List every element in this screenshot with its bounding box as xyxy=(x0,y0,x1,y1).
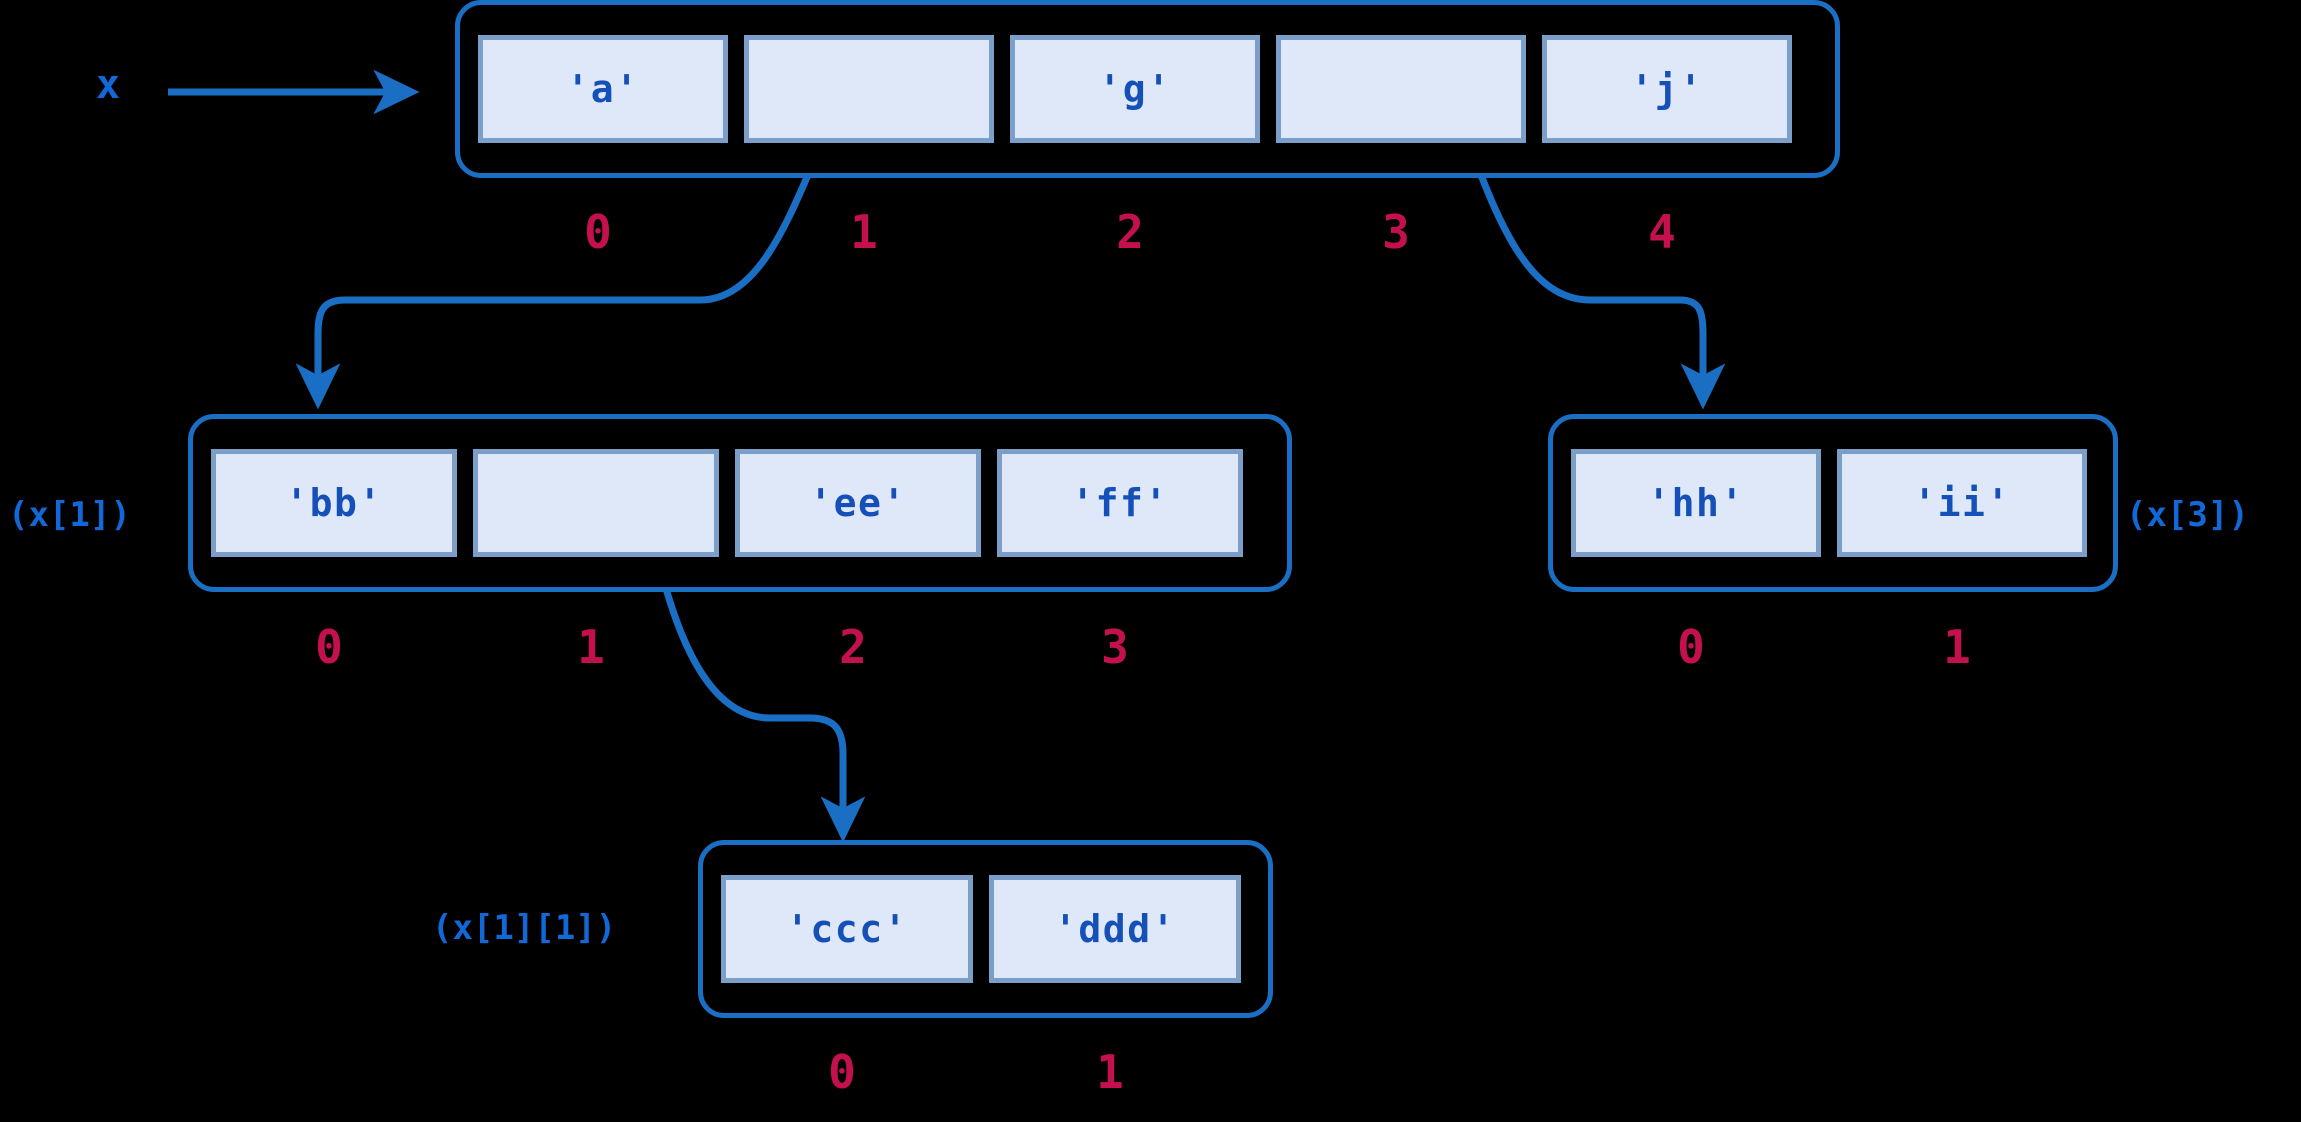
sub-x1-label: (x[1]) xyxy=(8,495,131,535)
root-index-row: 0 1 2 3 4 xyxy=(455,205,1840,259)
variable-label-x: x xyxy=(96,62,121,108)
root-index-0: 0 xyxy=(584,205,612,259)
root-index-2: 2 xyxy=(1116,205,1144,259)
sub-x3-index-0: 0 xyxy=(1677,620,1705,674)
root-cell-1[interactable] xyxy=(744,35,994,143)
root-index-1: 1 xyxy=(850,205,878,259)
sub-x1-cell-0[interactable]: 'bb' xyxy=(211,449,457,557)
sub-x1-1-index-0: 0 xyxy=(828,1045,856,1099)
sub-x1-1-label: (x[1][1]) xyxy=(432,908,617,948)
root-cell-2[interactable]: 'g' xyxy=(1010,35,1260,143)
sub-x1-list: 'bb' 'ee' 'ff' xyxy=(188,414,1292,592)
sub-x1-1-index-1: 1 xyxy=(1096,1045,1124,1099)
root-index-4: 4 xyxy=(1648,205,1676,259)
sub-x3-index-row: 0 1 xyxy=(1548,620,2118,674)
sub-x1-1-list: 'ccc' 'ddd' xyxy=(698,840,1273,1018)
sub-x3-index-1: 1 xyxy=(1943,620,1971,674)
sub-x3-cell-1[interactable]: 'ii' xyxy=(1837,449,2087,557)
arrow-root1-to-x1 xyxy=(295,150,822,410)
sub-x1-cell-2[interactable]: 'ee' xyxy=(735,449,981,557)
root-list: 'a' 'g' 'j' xyxy=(455,0,1840,178)
sub-x1-1-cell-1[interactable]: 'ddd' xyxy=(989,875,1241,983)
sub-x1-index-2: 2 xyxy=(839,620,867,674)
arrow-root3-to-x3 xyxy=(1468,150,1726,410)
sub-x1-index-row: 0 1 2 3 xyxy=(188,620,1292,674)
sub-x3-label: (x[3]) xyxy=(2126,495,2249,535)
root-cell-0[interactable]: 'a' xyxy=(478,35,728,143)
sub-x1-index-0: 0 xyxy=(315,620,343,674)
arrow-x1-1-to-x1-1 xyxy=(659,577,866,843)
sub-x1-index-1: 1 xyxy=(577,620,605,674)
sub-x1-cell-1[interactable] xyxy=(473,449,719,557)
root-cell-4[interactable]: 'j' xyxy=(1542,35,1792,143)
root-index-3: 3 xyxy=(1382,205,1410,259)
sub-x1-1-index-row: 0 1 xyxy=(698,1045,1273,1099)
sub-x3-cell-0[interactable]: 'hh' xyxy=(1571,449,1821,557)
root-cell-3[interactable] xyxy=(1276,35,1526,143)
sub-x3-list: 'hh' 'ii' xyxy=(1548,414,2118,592)
sub-x1-cell-3[interactable]: 'ff' xyxy=(997,449,1243,557)
sub-x1-index-3: 3 xyxy=(1101,620,1129,674)
sub-x1-1-cell-0[interactable]: 'ccc' xyxy=(721,875,973,983)
